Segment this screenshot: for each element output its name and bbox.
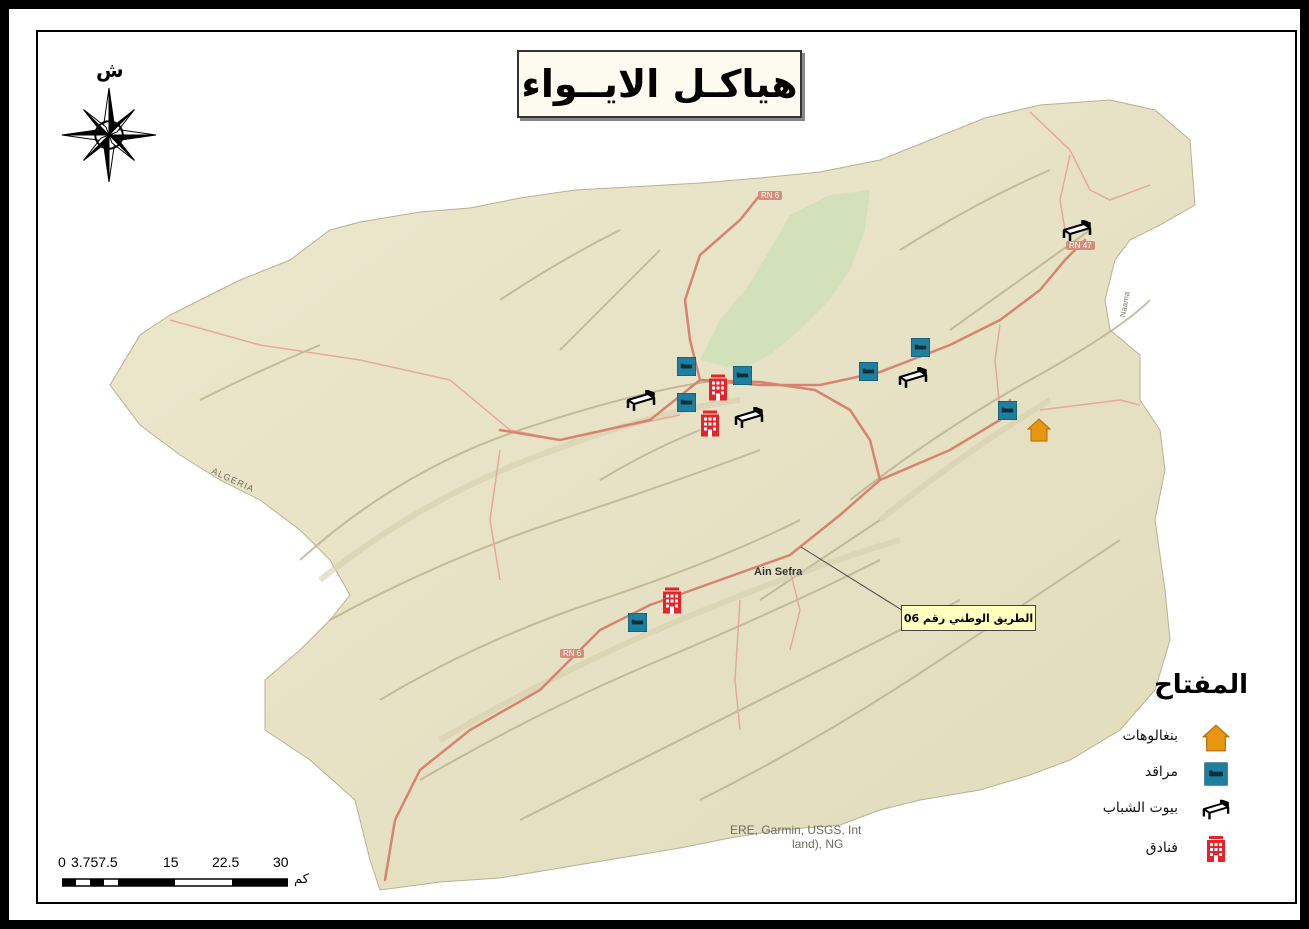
- title-box: هياكـل الايــواء: [517, 50, 802, 118]
- dormitory-icon[interactable]: [911, 338, 930, 357]
- road-shield-rn6-south: RN 6: [560, 649, 585, 658]
- dormitory-icon[interactable]: [677, 357, 696, 376]
- territory-shape: [109, 99, 1196, 891]
- scale-tick: 30: [273, 854, 289, 870]
- road-shield-rn47: RN 47: [1066, 241, 1095, 250]
- legend-item-dormitories: مراقد: [1090, 760, 1230, 788]
- legend-label: مراقد: [1144, 764, 1178, 780]
- place-label-ain-sefra: Ain Sefra: [754, 566, 803, 578]
- dormitory-icon[interactable]: [628, 613, 647, 632]
- dormitory-icon[interactable]: [677, 393, 696, 412]
- legend-label: فنادق: [1145, 840, 1178, 856]
- legend-item-youth-hostels: بيوت الشباب: [1090, 796, 1230, 824]
- legend: المفتاح بنغالوهات مراقد بيوت الشباب فناد…: [1100, 668, 1260, 868]
- scale-tick: 0: [58, 854, 66, 870]
- bungalow-icon: [1202, 724, 1230, 752]
- legend-label: بنغالوهات: [1122, 728, 1178, 744]
- compass-rose-icon: [61, 87, 157, 183]
- map-title: هياكـل الايــواء: [521, 62, 798, 106]
- legend-item-hotels: فنادق: [1090, 836, 1230, 864]
- scale-bar-graphic: [62, 878, 288, 887]
- scale-bar: 0 3.757.5 15 22.5 30 كم: [56, 854, 316, 894]
- callout-leader: [800, 546, 906, 613]
- road-shield-rn6-north: RN 6: [758, 191, 783, 200]
- scale-tick: 3.757.5: [71, 854, 118, 870]
- legend-title: المفتاح: [1154, 670, 1248, 700]
- legend-label: بيوت الشباب: [1102, 800, 1178, 816]
- dormitory-icon[interactable]: [859, 362, 878, 381]
- scale-unit: كم: [294, 872, 309, 887]
- forest-area: [700, 190, 870, 370]
- relief-ridges: [199, 169, 1151, 821]
- hotel-icon: [1207, 836, 1225, 862]
- dormitory-icon[interactable]: [733, 366, 752, 385]
- north-label: ش: [96, 58, 124, 82]
- scale-tick: 15: [163, 854, 179, 870]
- map-attribution: ERE, Garmin, USGS, Int land), NG: [730, 823, 862, 851]
- youth-hostel-icon: [1202, 799, 1230, 821]
- legend-item-bungalows: بنغالوهات: [1090, 724, 1230, 752]
- dormitory-icon: [1204, 762, 1228, 786]
- dormitory-icon[interactable]: [998, 401, 1017, 420]
- scale-tick: 22.5: [212, 854, 240, 870]
- road-callout: الطريق الوطني رقم 06: [901, 605, 1036, 631]
